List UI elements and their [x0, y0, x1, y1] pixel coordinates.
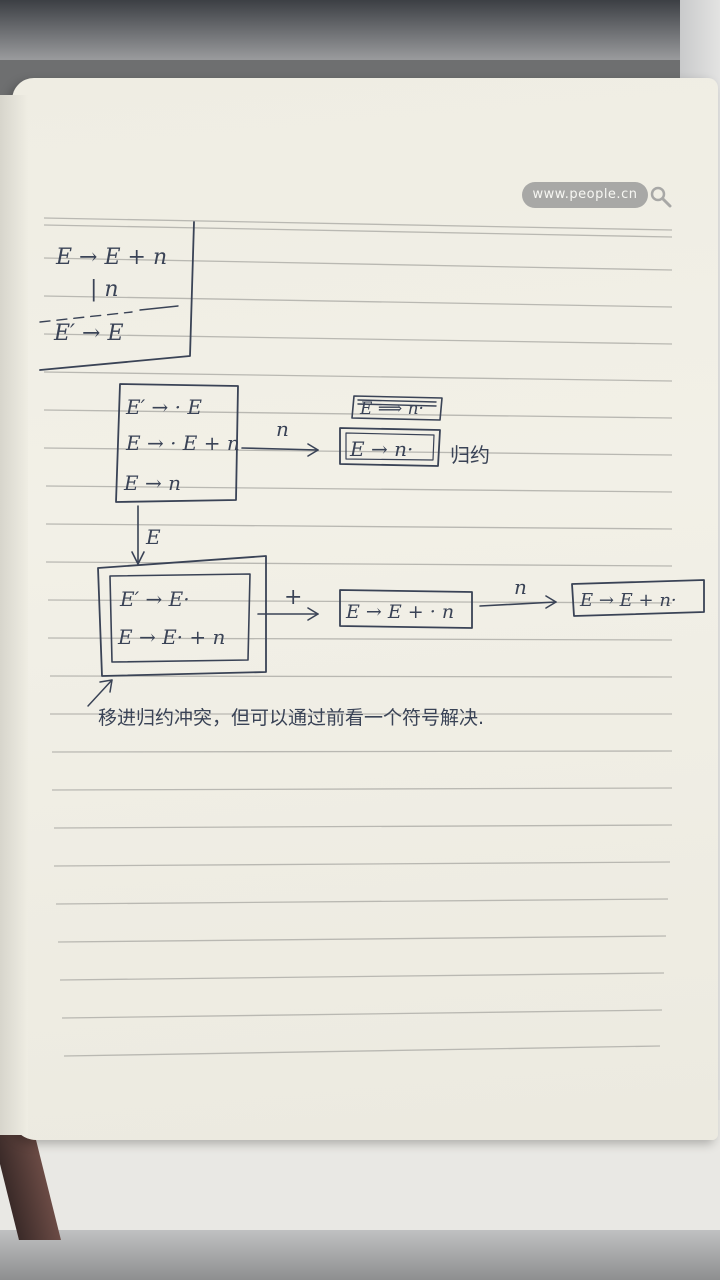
state-0-item-1: E′ → · E	[125, 395, 202, 419]
grammar-box: E → E + n | n E′ → E	[39, 221, 195, 371]
grammar-line-2: | n	[90, 277, 119, 302]
transition-plus-label: +	[284, 585, 302, 610]
transition-n-2: n	[479, 575, 557, 609]
state-1: E′ → E· E → E· + n	[97, 555, 267, 677]
desk-background-top	[0, 0, 720, 60]
state-2-text: E → E + · n	[345, 601, 454, 623]
state-3-text: E → E + n·	[579, 590, 677, 611]
notebook-page	[12, 78, 718, 1140]
reduce-label: 归约	[450, 443, 490, 467]
notebook-page-edge	[0, 95, 28, 1135]
state-2: E → E + · n	[339, 589, 473, 629]
transition-n-2-label: n	[514, 575, 527, 599]
state-0-item-3: E → n	[123, 471, 181, 495]
state-reduce: E → n· 归约	[339, 427, 490, 467]
transition-plus: +	[257, 585, 319, 621]
conflict-note-text: 移进归约冲突，但可以通过前看一个符号解决.	[98, 707, 484, 729]
transition-n-1: n	[241, 417, 319, 457]
state-1-item-2: E → E· + n	[117, 625, 225, 649]
transition-e-label: E	[145, 525, 161, 549]
ruled-lines	[43, 217, 673, 1057]
state-0-item-2: E → · E + n	[125, 431, 240, 455]
state-reduce-text: E → n·	[349, 437, 413, 461]
search-icon	[650, 186, 672, 208]
state-0: E′ → · E E → · E + n E → n	[115, 383, 240, 503]
transition-e: E	[131, 505, 161, 565]
state-1-item-1: E′ → E·	[119, 587, 190, 611]
state-3: E → E + n·	[571, 579, 705, 617]
grammar-line-1: E → E + n	[55, 245, 167, 270]
watermark-label: www.people.cn	[522, 182, 648, 208]
transition-n-1-label: n	[276, 417, 289, 441]
conflict-note: 移进归约冲突，但可以通过前看一个符号解决.	[87, 679, 484, 729]
grammar-line-3: E′ → E	[53, 321, 124, 346]
crossed-state: E ⟹ n·	[351, 395, 443, 421]
